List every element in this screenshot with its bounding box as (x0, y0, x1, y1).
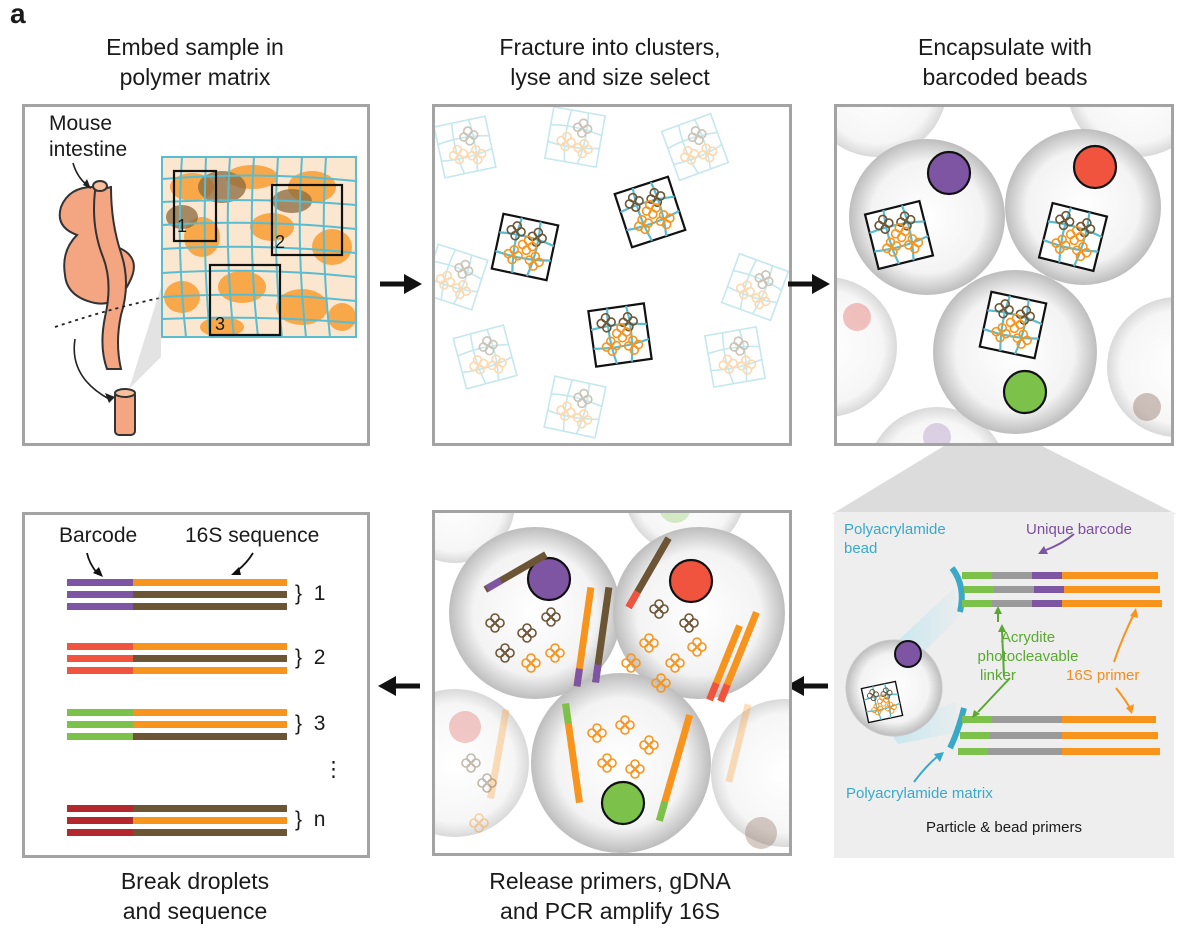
encapsulate-panel (834, 104, 1174, 446)
group-ellipsis: ⋮ (323, 758, 344, 781)
matrix-primers (958, 716, 1160, 755)
group-number-2: 2 (313, 646, 326, 669)
linker-label-line1: Acrydite (1000, 629, 1056, 646)
step-title-break: Break droplets and sequence (40, 866, 350, 926)
cluster-label-1: 1 (177, 216, 188, 236)
encapsulate-title-line1: Encapsulate with (918, 34, 1092, 60)
arrow-left-icon (378, 676, 420, 696)
step-title-release: Release primers, gDNA and PCR amplify 16… (430, 866, 790, 926)
barcode-label: Barcode (59, 524, 138, 547)
panel-letter: a (10, 0, 26, 29)
intestine-shape (58, 180, 135, 370)
primer-callout-label: 16S primer (1066, 667, 1140, 684)
cluster-box-1 (172, 169, 218, 243)
barcode-callout-label: Unique barcode (1026, 521, 1132, 538)
group-number-n: n (313, 808, 326, 831)
embedded-matrix (161, 156, 357, 338)
fracture-illustration (435, 107, 789, 443)
bead-red (1072, 144, 1118, 190)
fracture-panel (432, 104, 792, 446)
group-label-2: } 2 (295, 646, 326, 669)
embed-panel: Mouse intestine 1 2 3 (22, 104, 370, 446)
fracture-title-line2: lyse and size select (510, 64, 710, 90)
encapsulate-illustration (837, 107, 1171, 443)
read-group-2 (67, 643, 287, 674)
release-panel (432, 510, 792, 856)
bead-label-line1: Polyacrylamide (844, 521, 946, 538)
tissue-label-line1: Mouse (49, 112, 113, 135)
cluster-label-2: 2 (275, 232, 286, 252)
break-title-line1: Break droplets (120, 868, 270, 894)
break-title-line2: and sequence (122, 898, 268, 924)
read-group-1 (67, 579, 287, 610)
linker-label-line2: photocleavable (977, 648, 1079, 665)
primer-panel-caption: Particle & bead primers (926, 819, 1082, 836)
primer-illustration (845, 533, 1162, 783)
group-number-1: 1 (313, 582, 326, 605)
tissue-label-line2: intestine (49, 138, 128, 161)
bead-label-line2: bead (844, 540, 878, 557)
group-label-1: } 1 (295, 582, 326, 605)
release-illustration (435, 513, 789, 853)
sequence-label: 16S sequence (185, 524, 320, 547)
arrow-right-icon (788, 274, 830, 294)
release-title-line1: Release primers, gDNA (489, 868, 731, 894)
zoom-wedge (832, 446, 1176, 514)
encapsulate-title-line2: barcoded beads (922, 64, 1088, 90)
step-title-encapsulate: Encapsulate with barcoded beads (840, 32, 1170, 92)
bead-label: Polyacrylamide bead (844, 520, 946, 558)
bead-primers (962, 572, 1162, 607)
tissue-label: Mouse intestine (49, 111, 127, 163)
step-title-fracture: Fracture into clusters, lyse and size se… (430, 32, 790, 92)
cluster-box-2 (270, 183, 344, 257)
sequence-panel: Barcode 16S sequence } 1 (22, 512, 370, 858)
linker-label: Acrydite photocleavable linker (968, 628, 1088, 685)
group-label-3: } 3 (295, 712, 326, 735)
cluster-label-3: 3 (215, 314, 226, 334)
embed-title-line2: polymer matrix (119, 64, 271, 90)
matrix-label: Polyacrylamide matrix (846, 785, 993, 802)
bead-green (1002, 369, 1048, 415)
bead-purple (926, 150, 972, 196)
step-title-embed: Embed sample in polymer matrix (40, 32, 350, 92)
embed-illustration (54, 156, 357, 436)
linker-label-line3: linker (980, 667, 1016, 684)
arrow-right-icon (380, 274, 422, 294)
group-number-3: 3 (313, 712, 326, 735)
read-group-n (67, 805, 287, 836)
arrow-left-icon (786, 676, 828, 696)
group-label-n: } n (295, 808, 326, 831)
fracture-title-line1: Fracture into clusters, (499, 34, 721, 60)
embed-title-line1: Embed sample in (106, 34, 284, 60)
sequence-reads (67, 552, 287, 836)
cluster-box-3 (208, 263, 282, 337)
read-group-3 (67, 709, 287, 740)
release-title-line2: and PCR amplify 16S (500, 898, 720, 924)
primer-panel: Polyacrylamide bead Unique barcode Acryd… (834, 512, 1174, 858)
